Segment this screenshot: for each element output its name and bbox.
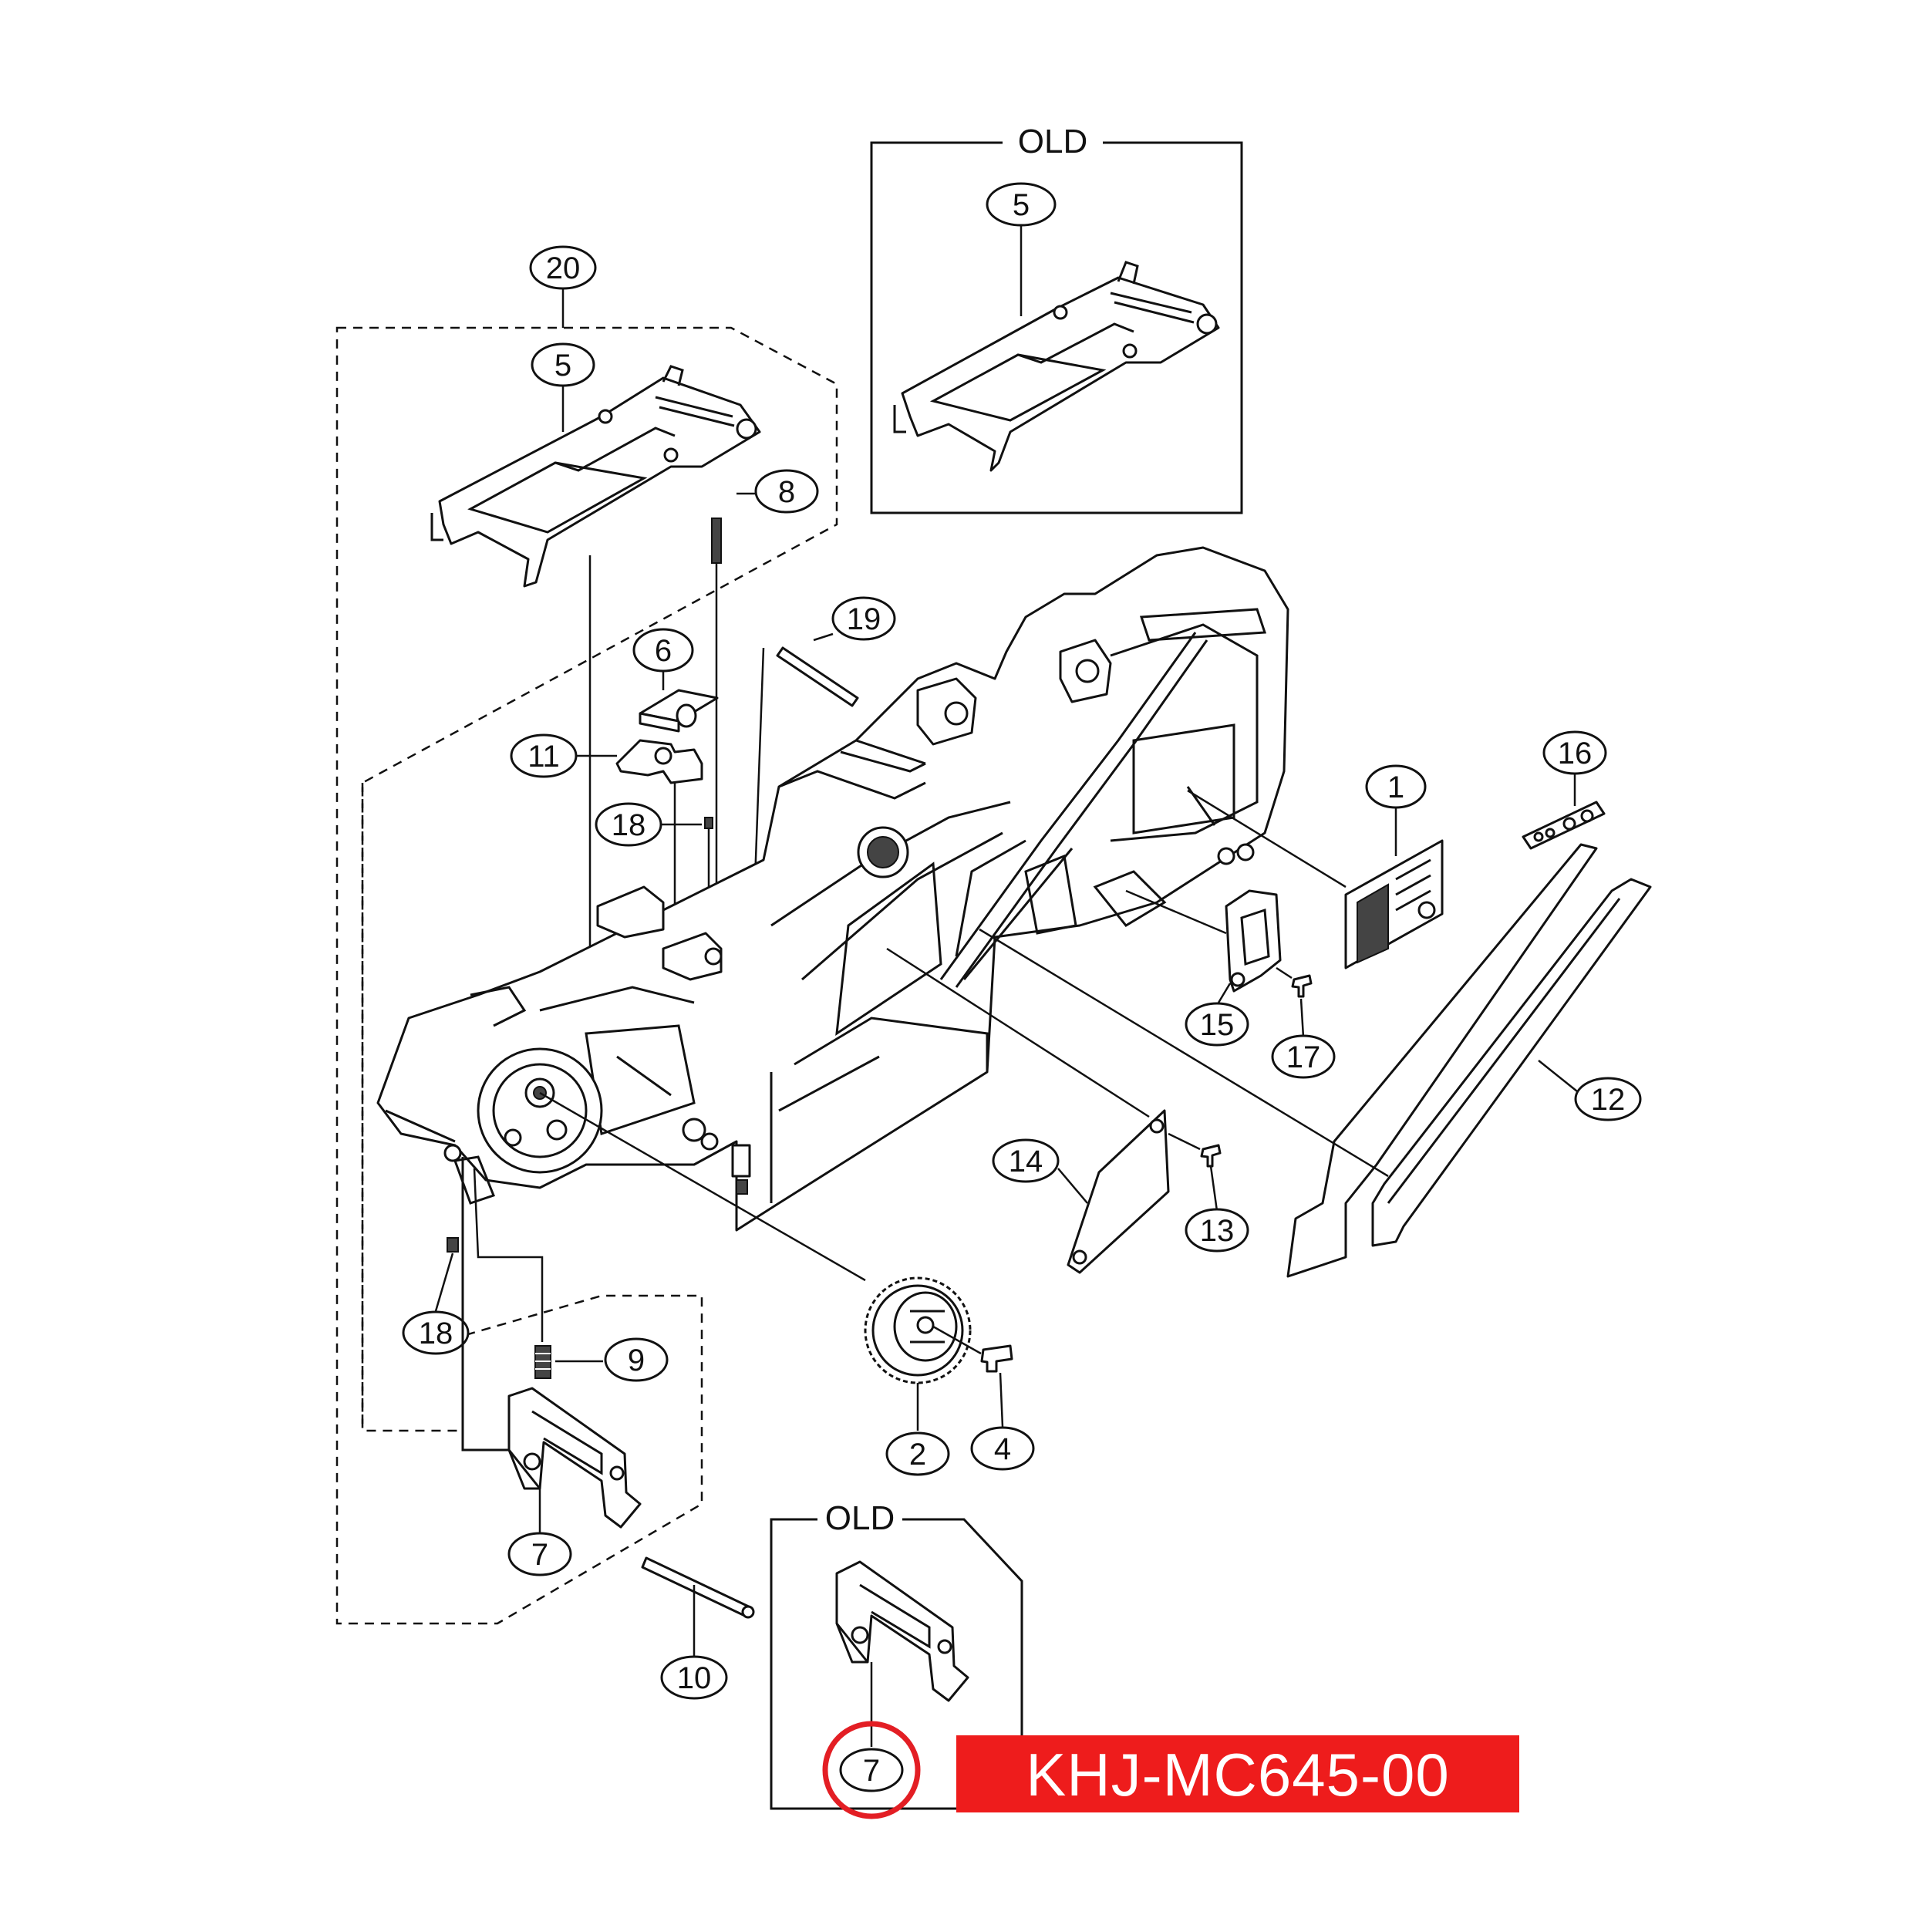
callout-2-label: 2 — [909, 1438, 926, 1472]
callout-1-label: 1 — [1387, 770, 1404, 804]
callout-14-label: 14 — [1009, 1145, 1043, 1178]
callout-6-label: 6 — [655, 634, 672, 668]
callout-9-label: 9 — [628, 1344, 645, 1377]
part-1-label-drawing — [1344, 839, 1444, 969]
part-10-drawing — [641, 1556, 753, 1619]
part-number-badge-bg — [956, 1735, 1519, 1812]
old-top-box: OLD 5 — [870, 123, 1243, 514]
part-11-drawing — [615, 739, 703, 784]
part-19-drawing — [776, 646, 859, 707]
callout-18-upper-label: 18 — [612, 808, 646, 842]
part-14-drawing — [1067, 1109, 1170, 1274]
callout-4-oval — [970, 1426, 1035, 1471]
part-16-drawing — [1522, 801, 1606, 850]
part-9-spring-drawing — [534, 1345, 551, 1379]
callout-8-label: 8 — [778, 475, 795, 509]
callout-19-label: 19 — [847, 602, 881, 636]
callout-19-oval — [831, 596, 896, 641]
callout-12-oval — [1574, 1077, 1642, 1121]
callout-1-oval — [1365, 764, 1427, 809]
old-bottom-box-title: OLD — [825, 1499, 895, 1537]
callout-13-oval — [1185, 1208, 1249, 1253]
part-15-drawing — [1225, 889, 1282, 993]
part-8-drawing — [711, 518, 722, 564]
callout-20-label: 20 — [546, 251, 581, 285]
callout-8-oval — [754, 469, 819, 514]
part-17-drawing — [1291, 974, 1313, 998]
assembly-20-boundary — [335, 326, 838, 1625]
part-5-drawing — [430, 365, 761, 588]
callout-13-label: 13 — [1200, 1214, 1235, 1248]
callout-7-oval — [507, 1532, 572, 1576]
callout-17-oval — [1271, 1034, 1336, 1079]
callout-2-oval — [885, 1431, 950, 1476]
feeder-main-body — [376, 546, 1289, 1232]
part-18-upper-drawing — [704, 817, 713, 829]
callout-14-oval — [992, 1138, 1060, 1183]
part-12-drawing — [1371, 878, 1652, 1247]
callout-18-lower-label: 18 — [419, 1317, 453, 1350]
part-number-text: KHJ-MC645-00 — [1026, 1741, 1450, 1809]
highlighted-callout-7: 7 — [822, 1721, 921, 1819]
part-5-old-drawing — [893, 261, 1220, 472]
part-7-old-drawing — [835, 1560, 969, 1702]
callout-5-old-label: 5 — [1013, 188, 1030, 222]
callout-10-oval — [660, 1655, 728, 1700]
tape-guide-strip-drawing — [1286, 843, 1598, 1278]
callout-9-oval — [604, 1337, 669, 1382]
highlighted-callout-7-label: 7 — [863, 1754, 880, 1788]
callout-5-label: 5 — [554, 349, 571, 383]
old-top-box-title: OLD — [1018, 123, 1087, 160]
part-13-drawing — [1200, 1144, 1222, 1168]
part-2-sprocket-drawing — [864, 1276, 972, 1384]
callout-12-label: 12 — [1591, 1083, 1626, 1117]
callout-16-label: 16 — [1558, 737, 1593, 770]
part-18-lower-drawing — [447, 1237, 459, 1253]
part-6-drawing — [639, 689, 719, 733]
part-7-drawing — [461, 1157, 642, 1529]
part-4-drawing — [980, 1344, 1013, 1373]
callout-10-label: 10 — [677, 1661, 712, 1695]
part-number-badge: KHJ-MC645-00 — [956, 1735, 1519, 1812]
callout-18-lower-oval — [402, 1310, 470, 1355]
callout-17-label: 17 — [1286, 1040, 1321, 1074]
callout-11-label: 11 — [528, 740, 560, 774]
callout-7-label: 7 — [531, 1538, 548, 1572]
highlight-ring — [822, 1721, 921, 1819]
callout-4-label: 4 — [994, 1432, 1011, 1466]
callout-15-oval — [1185, 1002, 1249, 1047]
callout-15-label: 15 — [1200, 1008, 1235, 1042]
callout-5-old-oval — [986, 182, 1057, 227]
